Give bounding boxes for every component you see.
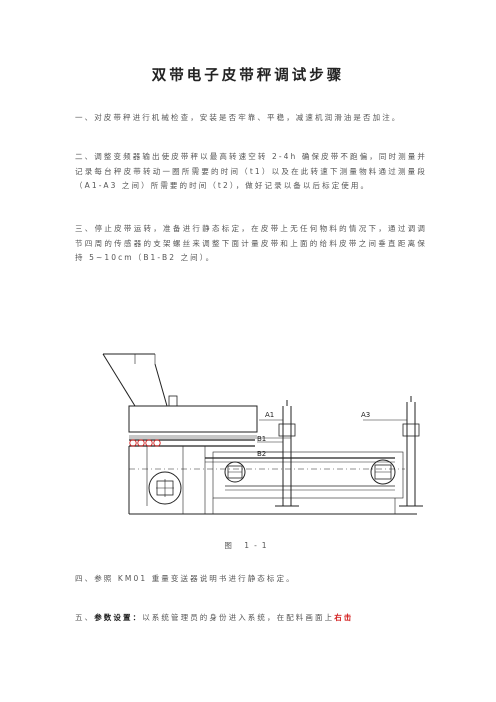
- figure-caption: 图 1-1: [224, 541, 272, 550]
- param-settings-heading: 参数设置：: [94, 613, 143, 622]
- document-title: 双带电子皮带秤调试步骤: [151, 68, 345, 84]
- paragraph-4: 四、参照 KM01 重量变送器说明书进行静态标定。: [75, 574, 296, 583]
- hopper-right-wall: [154, 363, 168, 407]
- left-drum: [148, 471, 182, 505]
- metering-left-drum: [224, 461, 246, 483]
- belt-scale-diagram: A1 A3 B1 B2: [102, 353, 423, 515]
- label-a1: A1: [265, 411, 274, 419]
- paragraph-2: 二、调整变频器输出使皮带秤以最高转速空转 2-4h 确保皮带不跑偏，同时测量并记…: [75, 152, 427, 191]
- label-b2: B2: [257, 450, 266, 458]
- paragraph-5-text: 以系统管理员的身份进入系统，在配料画面上: [142, 613, 335, 622]
- paragraph-3: 三、停止皮带运转，准备进行静态标定，在皮带上无任何物料的情况下，通过调调节四周的…: [75, 224, 427, 263]
- paragraph-1: 一、对皮带秤进行机械检查，安装是否牢靠、平稳，减速机润滑油是否加注。: [75, 113, 402, 122]
- hopper-left-wall: [102, 353, 136, 407]
- right-click-highlight: 右击: [334, 613, 354, 622]
- highlight-rollers: [129, 439, 161, 447]
- label-a3: A3: [361, 411, 370, 419]
- paragraph-5: 五、参数设置：以系统管理员的身份进入系统，在配料画面上右击: [75, 611, 427, 626]
- metering-right-drum: [370, 459, 396, 485]
- feeder-frame: [128, 405, 258, 433]
- label-b1: B1: [257, 435, 266, 443]
- paragraph-5-prefix: 五、: [75, 613, 95, 622]
